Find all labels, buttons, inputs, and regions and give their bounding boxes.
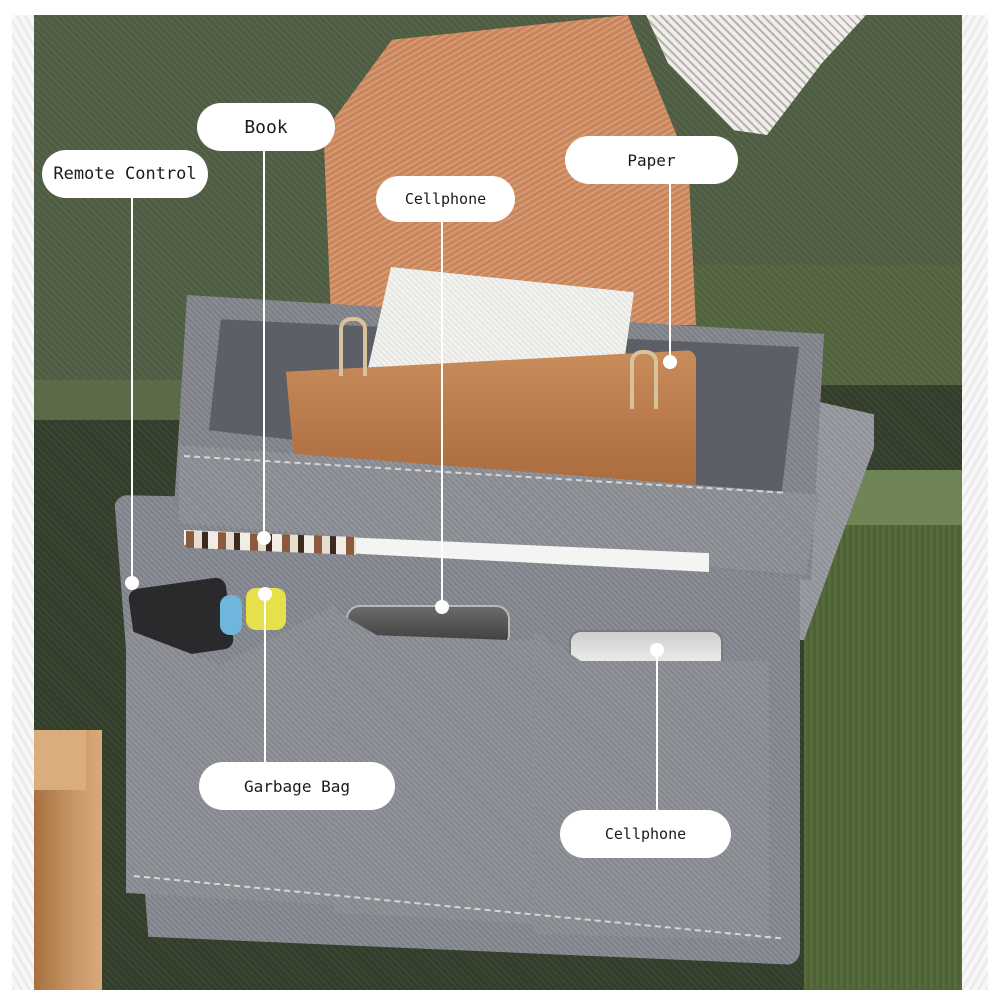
label-garbage-bag: Garbage Bag (199, 762, 395, 810)
label-paper: Paper (565, 136, 738, 184)
marker-dot-cellphone-bottom (650, 643, 664, 657)
label-remote-control: Remote Control (42, 150, 208, 198)
side-table-top (34, 730, 86, 790)
leader-line-cellphone-bottom (656, 650, 658, 810)
leader-line-cellphone-top (441, 222, 443, 607)
product-photo (34, 15, 962, 990)
marker-dot-paper (663, 355, 677, 369)
label-cellphone-bottom: Cellphone (560, 810, 731, 858)
pocket-right (534, 630, 769, 940)
label-book: Book (197, 103, 335, 151)
leader-line-paper (669, 182, 671, 362)
brass-ring-right (630, 350, 658, 409)
marker-dot-book (257, 531, 271, 545)
label-cellphone-top: Cellphone (376, 176, 515, 222)
leader-line-garbage-bag (264, 595, 266, 763)
brass-ring-left (339, 317, 367, 376)
leader-line-remote-control (131, 198, 133, 583)
decorative-frame-right (962, 15, 988, 990)
decorative-frame-left (12, 15, 34, 990)
leader-line-book (263, 150, 265, 538)
marker-dot-garbage-bag (258, 587, 272, 601)
blue-cap-item (220, 595, 242, 635)
marker-dot-remote-control (125, 576, 139, 590)
marker-dot-cellphone-top (435, 600, 449, 614)
